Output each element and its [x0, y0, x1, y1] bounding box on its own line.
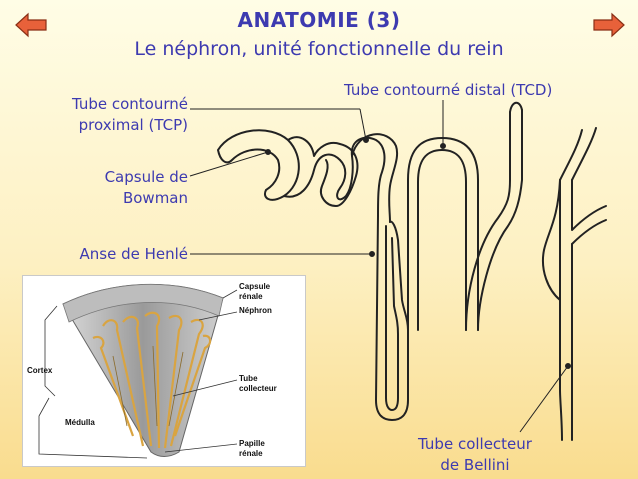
proximal-tubule [283, 136, 386, 217]
inset-label-medulla: Médulla [65, 418, 95, 427]
inset-tube-line2: collecteur [239, 384, 277, 393]
kidney-section-image [38, 283, 238, 459]
label-distal-tubule: Tube contourné distal (TCD) [344, 81, 553, 99]
arrow-left-icon [15, 12, 47, 38]
inset-label-cortex: Cortex [27, 366, 53, 375]
label-collecteur-line2: de Bellini [440, 456, 510, 474]
inset-label-papille: Papille rénale [239, 439, 265, 459]
inset-papille-line2: rénale [239, 449, 263, 458]
label-henle-loop: Anse de Henlé [79, 245, 188, 263]
label-tcp-line2: proximal (TCP) [78, 116, 188, 134]
label-proximal-tubule: Tube contourné proximal (TCP) [30, 94, 188, 136]
bowman-capsule [217, 129, 300, 201]
label-collecteur-line1: Tube collecteur [418, 435, 532, 453]
inset-capsule-line2: rénale [239, 292, 263, 301]
label-capsule-line1: Capsule de [104, 168, 188, 186]
inset-label-capsule: Capsule rénale [239, 282, 270, 302]
inset-label-nephron: Néphron [239, 306, 272, 315]
label-collecting-duct: Tube collecteur de Bellini [400, 434, 550, 476]
label-tcp-line1: Tube contourné [71, 95, 188, 113]
inset-label-tube: Tube collecteur [239, 374, 277, 394]
slide-subtitle: Le néphron, unité fonctionnelle du rein [134, 38, 504, 60]
inset-capsule-line1: Capsule [239, 282, 271, 291]
collecting-duct [559, 179, 563, 441]
inset-papille-line1: Papille [239, 439, 265, 448]
next-slide-button[interactable] [592, 12, 626, 38]
label-bowman-capsule: Capsule de Bowman [30, 167, 188, 209]
inset-tube-line1: Tube [239, 374, 258, 383]
slide-title: ANATOMIE (3) [237, 8, 401, 32]
arrow-right-icon [593, 12, 625, 38]
distal-tubule [407, 137, 479, 331]
kidney-section-inset: Capsule rénale Néphron Cortex Tube colle… [22, 275, 306, 467]
henle-loop [375, 215, 409, 421]
previous-slide-button[interactable] [14, 12, 48, 38]
label-capsule-line2: Bowman [122, 189, 188, 207]
